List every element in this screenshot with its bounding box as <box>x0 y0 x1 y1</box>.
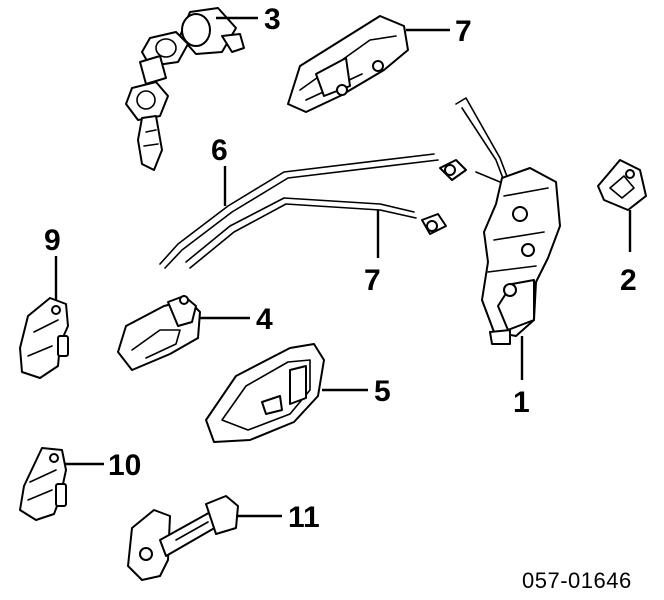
part-6-lock-rod <box>159 153 467 269</box>
part-3-lock-cylinder-with-keys <box>125 7 245 171</box>
callout-5: 5 <box>374 375 391 408</box>
callout-9: 9 <box>44 224 61 257</box>
part-1-door-lock-actuator <box>455 97 561 345</box>
part-4-inside-door-handle <box>117 295 201 371</box>
diagram-part-code: 057-01646 <box>522 568 632 593</box>
callout-6: 6 <box>211 134 228 167</box>
part-5-inside-handle-bezel <box>205 343 325 443</box>
part-11-door-check-strap <box>127 495 239 581</box>
part-8-outer-door-handle <box>287 15 409 113</box>
callout-8: 7 <box>455 15 472 48</box>
part-7-inside-handle-rod <box>185 197 447 269</box>
callout-2: 2 <box>620 264 637 297</box>
callout-3: 3 <box>264 3 281 36</box>
callout-4: 4 <box>256 303 273 336</box>
callout-10: 10 <box>108 449 141 482</box>
callout-7-text: 7 <box>364 264 381 297</box>
part-10-lower-door-hinge <box>19 447 67 521</box>
part-9-upper-door-hinge <box>19 297 69 379</box>
callout-11: 11 <box>288 501 320 534</box>
part-2-door-striker <box>597 159 647 211</box>
callout-1: 1 <box>513 386 530 419</box>
